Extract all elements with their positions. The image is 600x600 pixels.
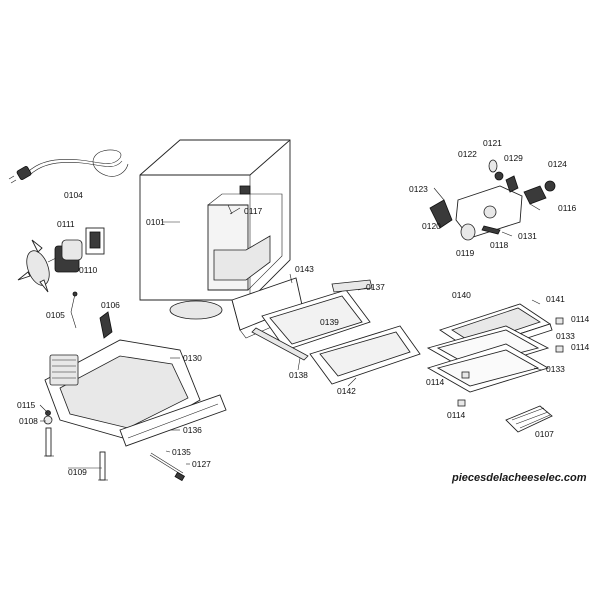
label-0140: 0140 (452, 290, 471, 300)
power-cord-part (8, 149, 129, 184)
crisper-drawer-part (231, 277, 421, 385)
clip-part (99, 311, 113, 339)
label-0119: 0119 (456, 248, 475, 258)
label-0124: 0124 (548, 159, 567, 169)
label-0117: 0117 (244, 206, 263, 216)
label-0109: 0109 (68, 467, 87, 477)
label-0136: 0136 (183, 425, 202, 435)
label-0114-c: 0114 (426, 377, 445, 387)
base-frame-part (44, 339, 227, 482)
label-0114-b: 0114 (571, 342, 590, 352)
label-0137: 0137 (366, 282, 385, 292)
label-0121: 0121 (483, 138, 502, 148)
label-0107: 0107 (535, 429, 554, 439)
ice-tray-part (505, 405, 553, 433)
label-0114-a: 0114 (571, 314, 590, 324)
label-0115: 0115 (17, 400, 36, 410)
label-0138: 0138 (289, 370, 308, 380)
lamp-housing-part (429, 159, 556, 241)
label-0139: 0139 (320, 317, 339, 327)
label-0116: 0116 (558, 203, 577, 213)
label-0130: 0130 (183, 353, 202, 363)
label-0122: 0122 (458, 149, 477, 159)
label-0120: 0120 (422, 221, 441, 231)
label-0143: 0143 (295, 264, 314, 274)
label-0127: 0127 (192, 459, 211, 469)
fan-motor-part (17, 227, 105, 293)
cabinet-part (139, 139, 291, 320)
label-0110: 0110 (79, 265, 98, 275)
thermostat-capillary-part (70, 291, 78, 329)
leader-lines (39, 187, 543, 469)
freezer-door-part (426, 303, 564, 407)
label-0129: 0129 (504, 153, 523, 163)
label-0133-a: 0133 (556, 331, 575, 341)
label-0111: 0111 (57, 219, 75, 229)
label-0114-d: 0114 (447, 410, 466, 420)
label-0123: 0123 (409, 184, 428, 194)
label-0141: 0141 (546, 294, 565, 304)
label-0104: 0104 (64, 190, 83, 200)
label-0118: 0118 (490, 240, 509, 250)
label-0106: 0106 (101, 300, 120, 310)
watermark-text: piecesdelacheeselec.com (451, 472, 587, 484)
label-0105: 0105 (46, 310, 65, 320)
part-labels: 0104 0111 0110 0105 0106 0101 0117 0143 … (17, 138, 590, 477)
label-0133-b: 0133 (546, 364, 565, 374)
label-0131: 0131 (518, 231, 537, 241)
label-0108: 0108 (19, 416, 38, 426)
label-0135: 0135 (172, 447, 191, 457)
label-0101: 0101 (146, 217, 165, 227)
label-0142: 0142 (337, 386, 356, 396)
